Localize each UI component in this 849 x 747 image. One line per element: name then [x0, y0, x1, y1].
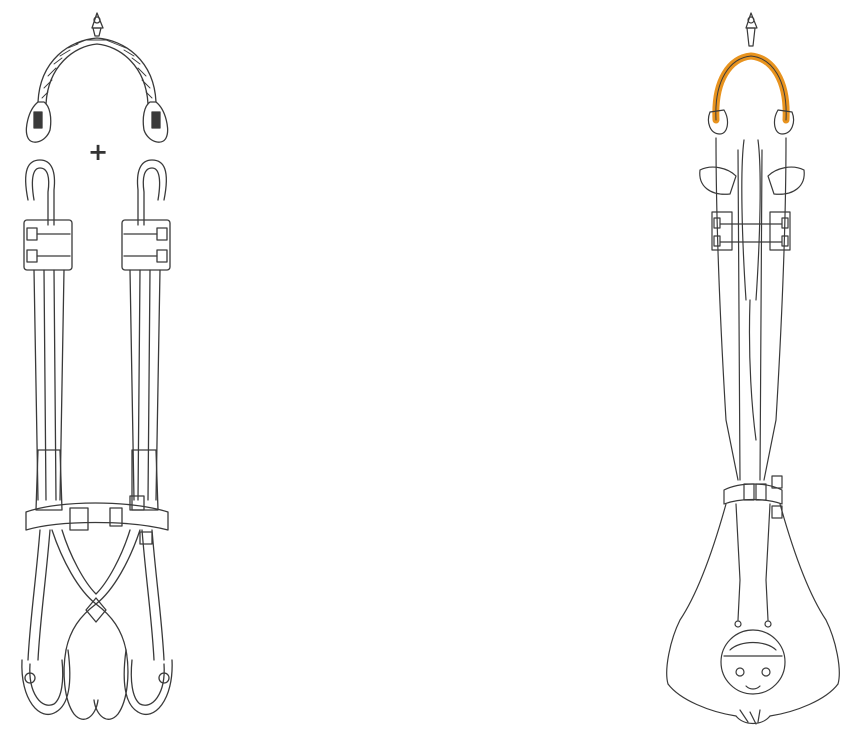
person-legs-icon: [700, 138, 804, 480]
lanyard-arc-icon: [708, 56, 793, 134]
left-carabiner-icon: [26, 102, 50, 142]
person-torso-icon: [667, 504, 840, 684]
left-illustration-panel: +: [0, 0, 260, 747]
swivel-ring-icon: [746, 13, 757, 46]
right-illustration-panel: [640, 0, 849, 747]
person-arms-icon: [668, 684, 838, 724]
right-carabiner-icon: [143, 102, 167, 142]
harness-icon: [22, 160, 172, 719]
plus-sign: +: [88, 140, 108, 164]
lanyard-arc-icon: [38, 38, 156, 104]
person-head-icon: [721, 630, 785, 694]
lanyard-and-harness-illustration: [0, 0, 260, 747]
suspended-person-illustration: [640, 0, 849, 747]
swivel-ring-icon: [92, 13, 103, 36]
waist-belt-icon: [724, 476, 782, 518]
